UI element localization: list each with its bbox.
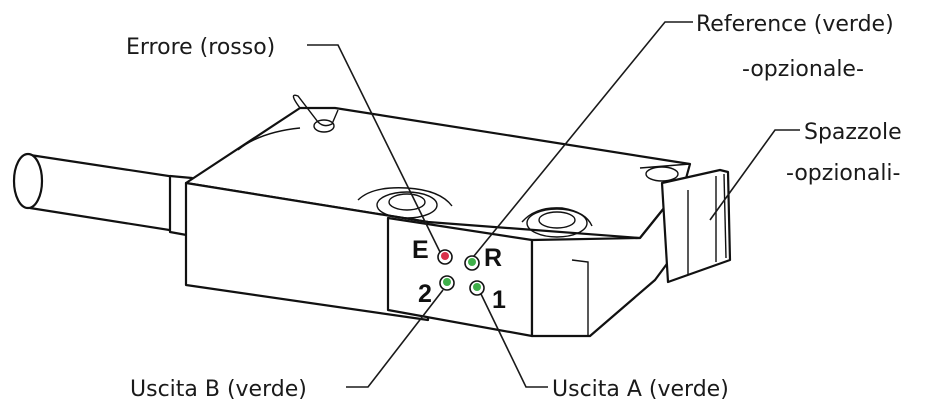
led-output-b-fill bbox=[443, 278, 451, 286]
led-output-a-fill bbox=[473, 283, 481, 291]
leader-brushes bbox=[709, 129, 800, 221]
label-reference-line1: Reference (verde) bbox=[696, 12, 894, 37]
brushes bbox=[660, 168, 732, 284]
led-error bbox=[437, 249, 453, 265]
label-output-b: Uscita B (verde) bbox=[130, 377, 307, 402]
led-error-fill bbox=[441, 252, 449, 260]
marking-e: E bbox=[412, 236, 429, 264]
cable bbox=[12, 152, 194, 238]
label-error: Errore (rosso) bbox=[126, 35, 275, 60]
label-brushes-line1: Spazzole bbox=[804, 120, 902, 145]
label-reference-line2: -opzionale- bbox=[742, 57, 864, 82]
leader-error bbox=[307, 44, 441, 253]
leader-output-a bbox=[480, 293, 548, 388]
leader-output-b bbox=[346, 289, 444, 388]
sensor-housing bbox=[184, 94, 694, 338]
led-reference-fill bbox=[468, 258, 476, 266]
led-output-b bbox=[439, 275, 455, 291]
led-output-a bbox=[469, 280, 485, 296]
label-output-a: Uscita A (verde) bbox=[552, 377, 729, 402]
marking-1: 1 bbox=[492, 286, 506, 314]
marking-2: 2 bbox=[418, 280, 432, 308]
marking-r: R bbox=[484, 244, 502, 272]
led-reference bbox=[464, 255, 480, 271]
label-brushes-line2: -opzionali- bbox=[786, 161, 900, 186]
leader-reference bbox=[473, 21, 693, 257]
